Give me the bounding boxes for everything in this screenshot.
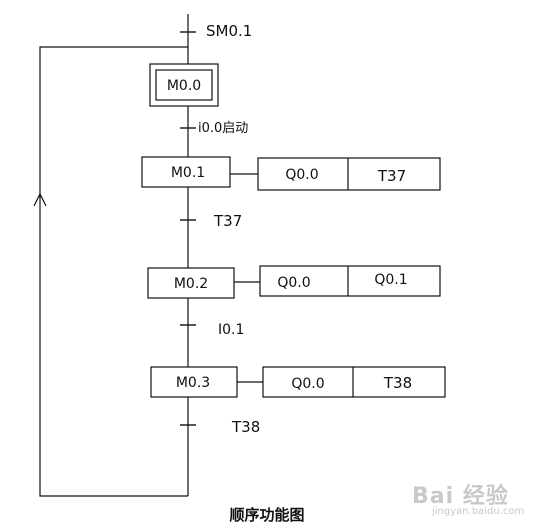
transition-label-final: T38: [231, 418, 260, 436]
initial-step-box: M0.0: [149, 63, 219, 107]
action-label: Q0.0: [277, 275, 310, 291]
action-label: Q0.0: [291, 376, 324, 392]
action-block-m03: Q0.0 T38: [262, 366, 446, 398]
transition-label-step1: i0.0启动: [198, 121, 248, 136]
action-label: Q0.0: [285, 167, 318, 183]
action-label: T38: [383, 374, 412, 392]
transition-label-step2: T37: [213, 212, 242, 230]
action-label: T37: [377, 167, 406, 185]
watermark-url: jingyan.baidu.com: [432, 506, 525, 517]
step-label: M0.3: [176, 375, 210, 391]
step-label: M0.1: [171, 165, 205, 181]
watermark-brand: Bai 经验: [412, 484, 509, 509]
action-block-m01: Q0.0 T37: [257, 157, 441, 191]
action-label: Q0.1: [374, 272, 407, 288]
transition-label-step3: I0.1: [218, 322, 244, 338]
transition-label-initial: SM0.1: [206, 22, 252, 40]
diagram-caption: 顺序功能图: [229, 506, 305, 524]
step-label: M0.2: [174, 276, 208, 292]
initial-step-label: M0.0: [167, 78, 201, 94]
step-box-m03: M0.3: [150, 366, 238, 398]
return-loop-line: [39, 46, 188, 497]
action-block-m02: Q0.0 Q0.1: [259, 265, 441, 297]
step-box-m01: M0.1: [141, 156, 231, 188]
step-box-m02: M0.2: [147, 267, 235, 299]
loop-arrow-icon: [33, 192, 47, 207]
